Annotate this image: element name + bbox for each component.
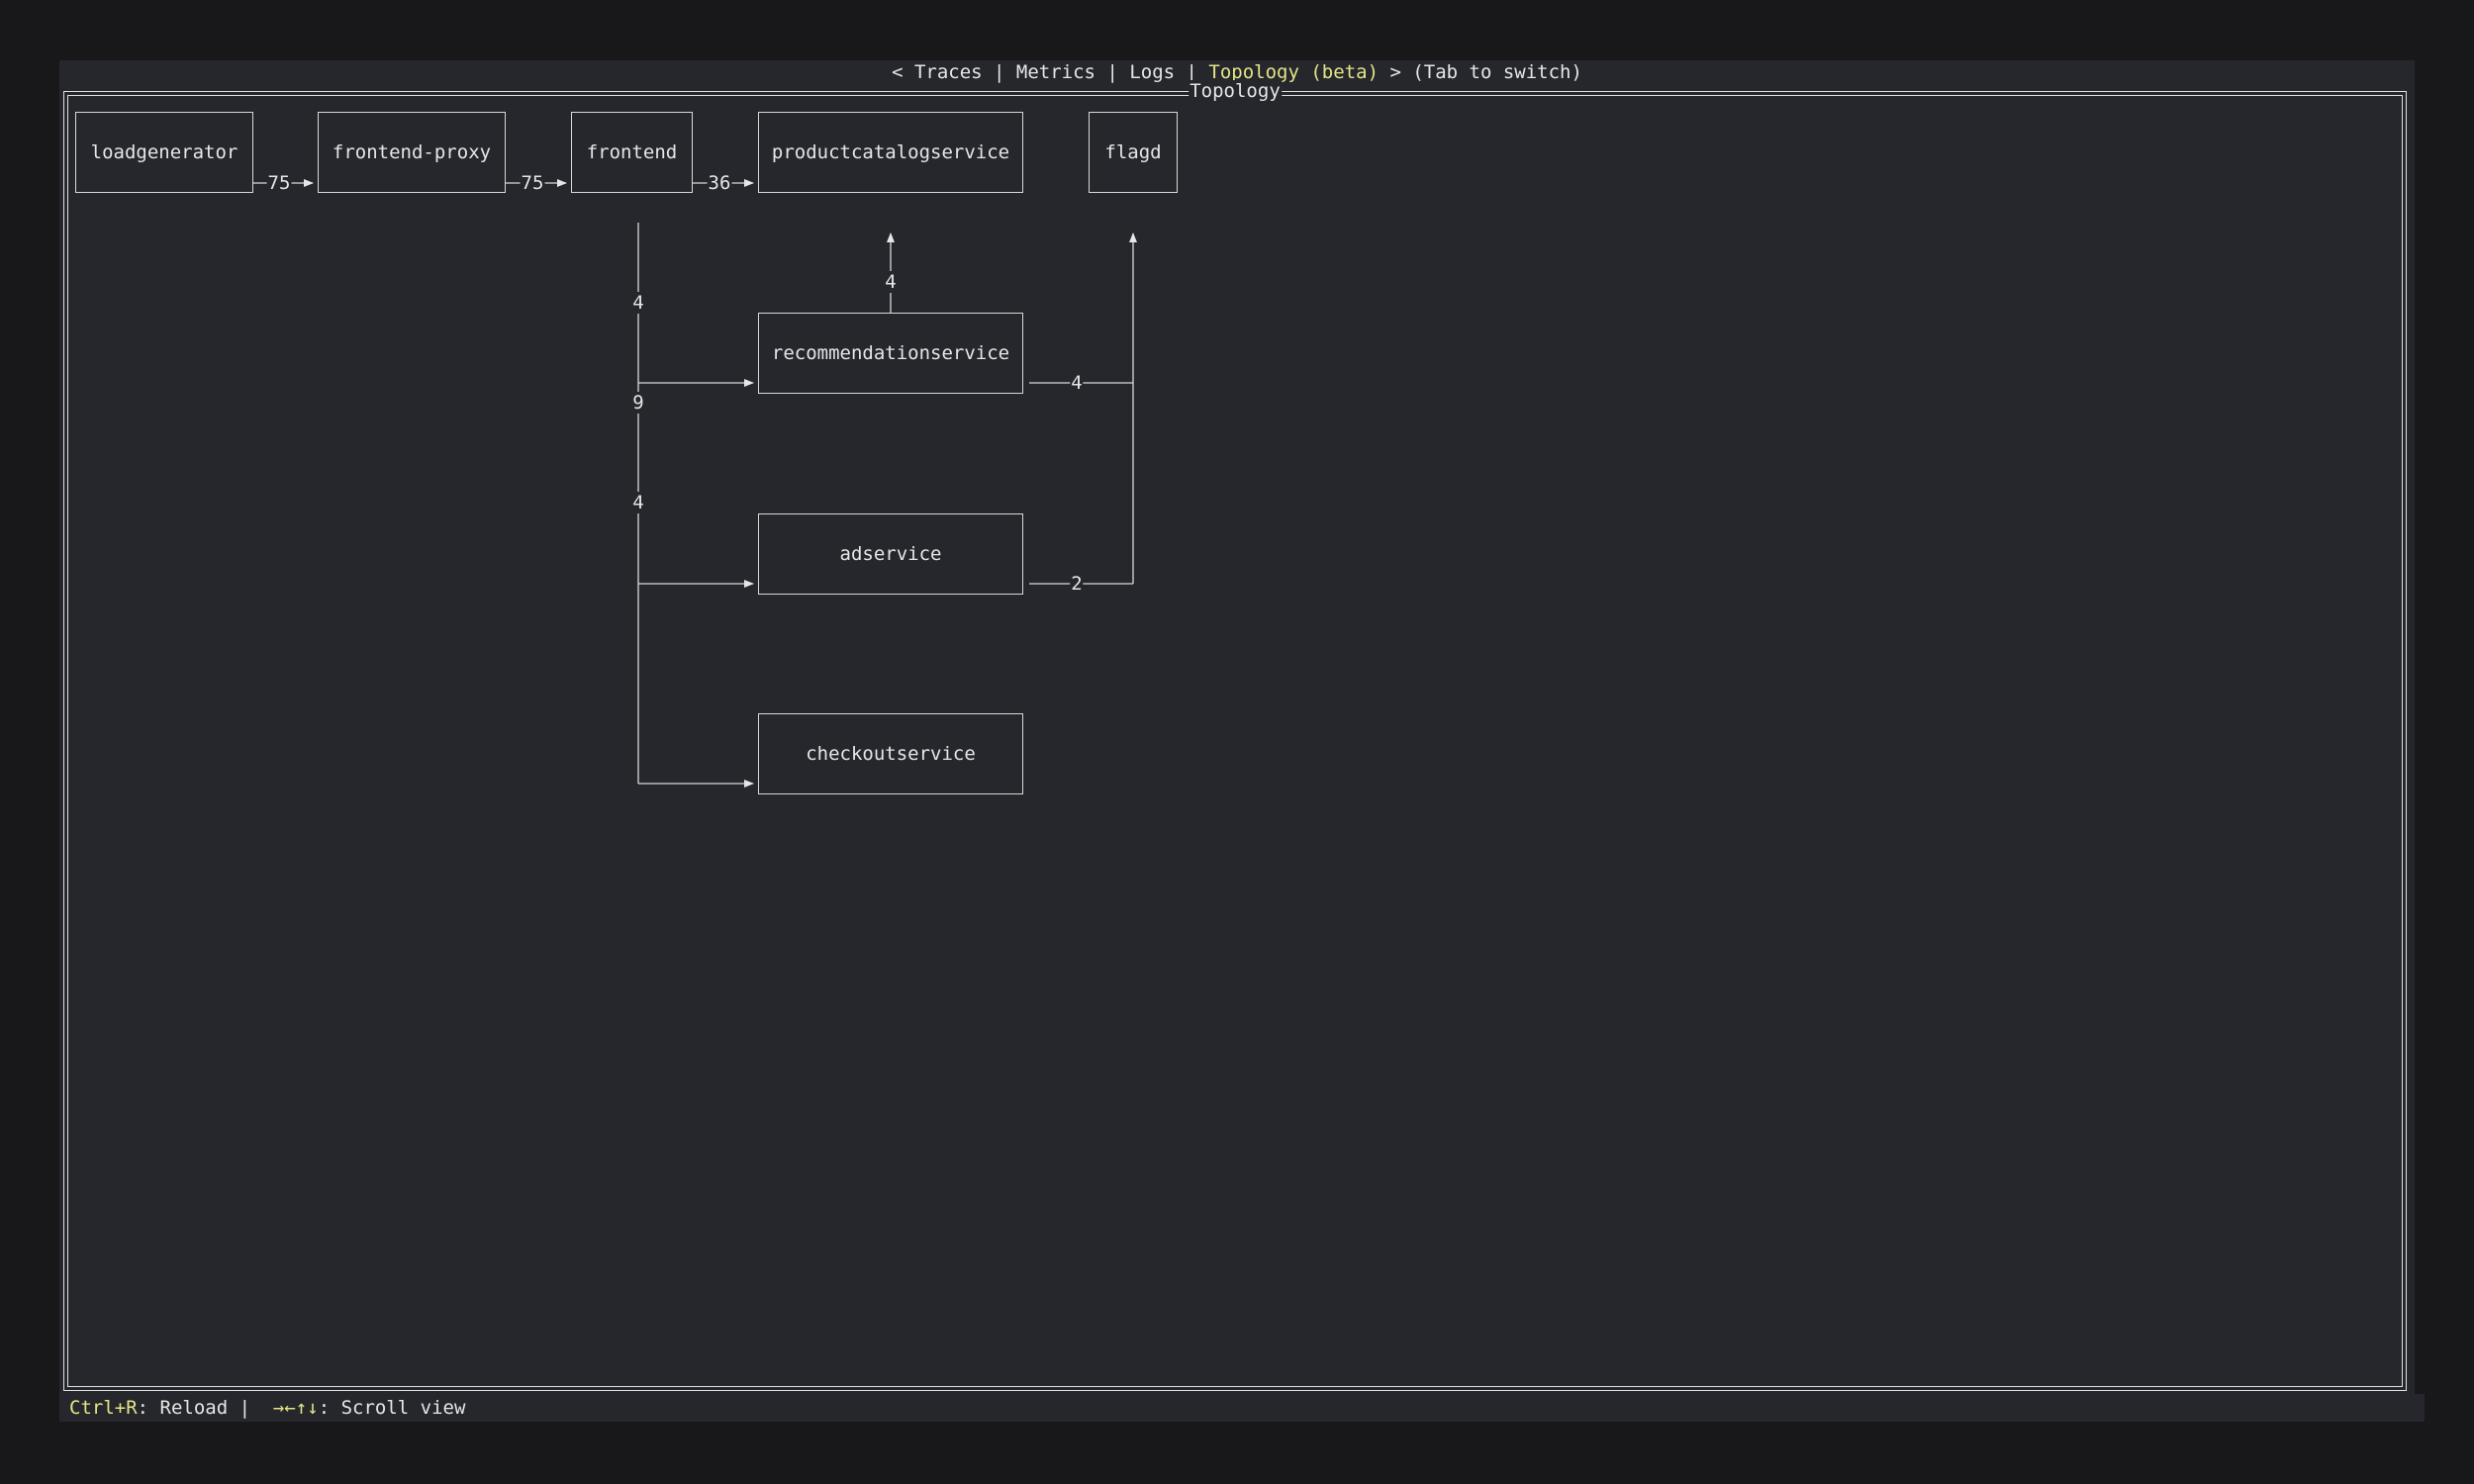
edge-label-frontend-recommendation: 4 xyxy=(631,292,645,314)
tab-topology[interactable]: Topology (beta) xyxy=(1208,61,1380,83)
tab-separator: | xyxy=(1175,61,1209,83)
edge-label-frontend-adservice: 9 xyxy=(631,392,645,414)
tab-bar: < Traces | Metrics | Logs | Topology (be… xyxy=(59,60,2415,84)
status-bar: Ctrl+R: Reload | →←↑↓: Scroll view xyxy=(59,1394,2425,1422)
tab-separator: | xyxy=(1095,61,1130,83)
edge-label-adservice-flagd: 2 xyxy=(1070,573,1084,595)
node-label: productcatalogservice xyxy=(771,141,1010,163)
node-label: adservice xyxy=(839,543,942,565)
node-label: checkoutservice xyxy=(806,743,976,765)
reload-shortcut-key[interactable]: Ctrl+R xyxy=(69,1397,138,1419)
terminal-window: < Traces | Metrics | Logs | Topology (be… xyxy=(59,60,2425,1422)
node-productcatalogservice[interactable]: productcatalogservice xyxy=(758,112,1023,193)
node-adservice[interactable]: adservice xyxy=(758,513,1023,595)
panel-title: Topology xyxy=(1189,80,1282,102)
tab-traces[interactable]: Traces xyxy=(913,61,983,83)
tab-metrics[interactable]: Metrics xyxy=(1015,61,1095,83)
node-frontend-proxy[interactable]: frontend-proxy xyxy=(318,112,506,193)
node-frontend[interactable]: frontend xyxy=(571,112,693,193)
node-recommendationservice[interactable]: recommendationservice xyxy=(758,313,1023,394)
reload-shortcut-label: : Reload | xyxy=(137,1397,273,1419)
node-label: flagd xyxy=(1104,141,1162,163)
scroll-shortcut-label: : Scroll view xyxy=(318,1397,466,1419)
tab-prev-arrow[interactable]: < xyxy=(892,61,914,83)
tab-separator: | xyxy=(982,61,1016,83)
tab-logs[interactable]: Logs xyxy=(1129,61,1176,83)
node-label: frontend xyxy=(586,141,678,163)
node-checkoutservice[interactable]: checkoutservice xyxy=(758,713,1023,794)
node-flagd[interactable]: flagd xyxy=(1089,112,1178,193)
tab-next-hint: > (Tab to switch) xyxy=(1379,61,1582,83)
topology-panel: Topology xyxy=(63,80,2407,1391)
node-label: recommendationservice xyxy=(771,342,1010,364)
node-label: frontend-proxy xyxy=(332,141,492,163)
scroll-shortcut-key[interactable]: →←↑↓ xyxy=(272,1397,319,1419)
edge-label-frontend-checkout: 4 xyxy=(631,492,645,513)
edge-label-recommendation-flagd: 4 xyxy=(1070,372,1084,394)
edge-label-loadgenerator-frontend-proxy: 75 xyxy=(266,172,292,194)
edge-label-frontend-productcatalog: 36 xyxy=(707,172,732,194)
node-loadgenerator[interactable]: loadgenerator xyxy=(75,112,253,193)
node-label: loadgenerator xyxy=(90,141,238,163)
topology-graph xyxy=(253,179,1137,788)
edge-label-frontend-proxy-frontend: 75 xyxy=(520,172,545,194)
edge-label-recommendation-productcatalog: 4 xyxy=(884,271,898,293)
